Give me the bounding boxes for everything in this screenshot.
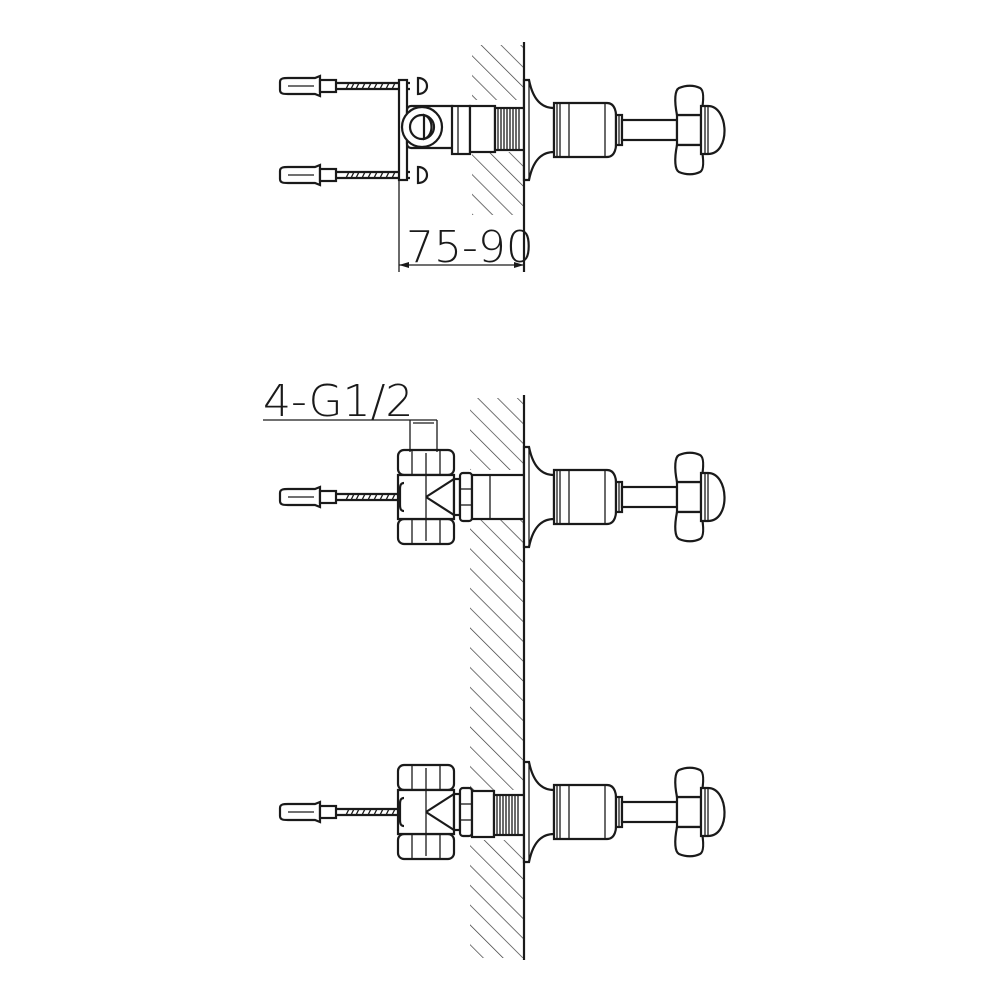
tee-fitting-icon xyxy=(396,448,474,546)
middle-view: 4-G1/2 xyxy=(263,376,726,960)
wall-anchor-icon xyxy=(278,163,412,187)
cross-handle-valve-icon xyxy=(522,78,726,182)
tee-fitting-icon xyxy=(396,763,474,861)
top-view: 75-90 xyxy=(278,42,726,273)
cross-handle-valve-icon xyxy=(522,760,726,864)
wall-anchor-icon xyxy=(278,485,412,509)
cross-handle-valve-icon xyxy=(522,445,726,549)
wall-anchor-icon xyxy=(278,74,412,98)
thread-spec-label: 4-G1/2 xyxy=(263,376,413,427)
bottom-view xyxy=(278,760,726,864)
depth-dimension-label: 75-90 xyxy=(406,222,534,273)
wall-anchor-icon xyxy=(278,800,412,824)
